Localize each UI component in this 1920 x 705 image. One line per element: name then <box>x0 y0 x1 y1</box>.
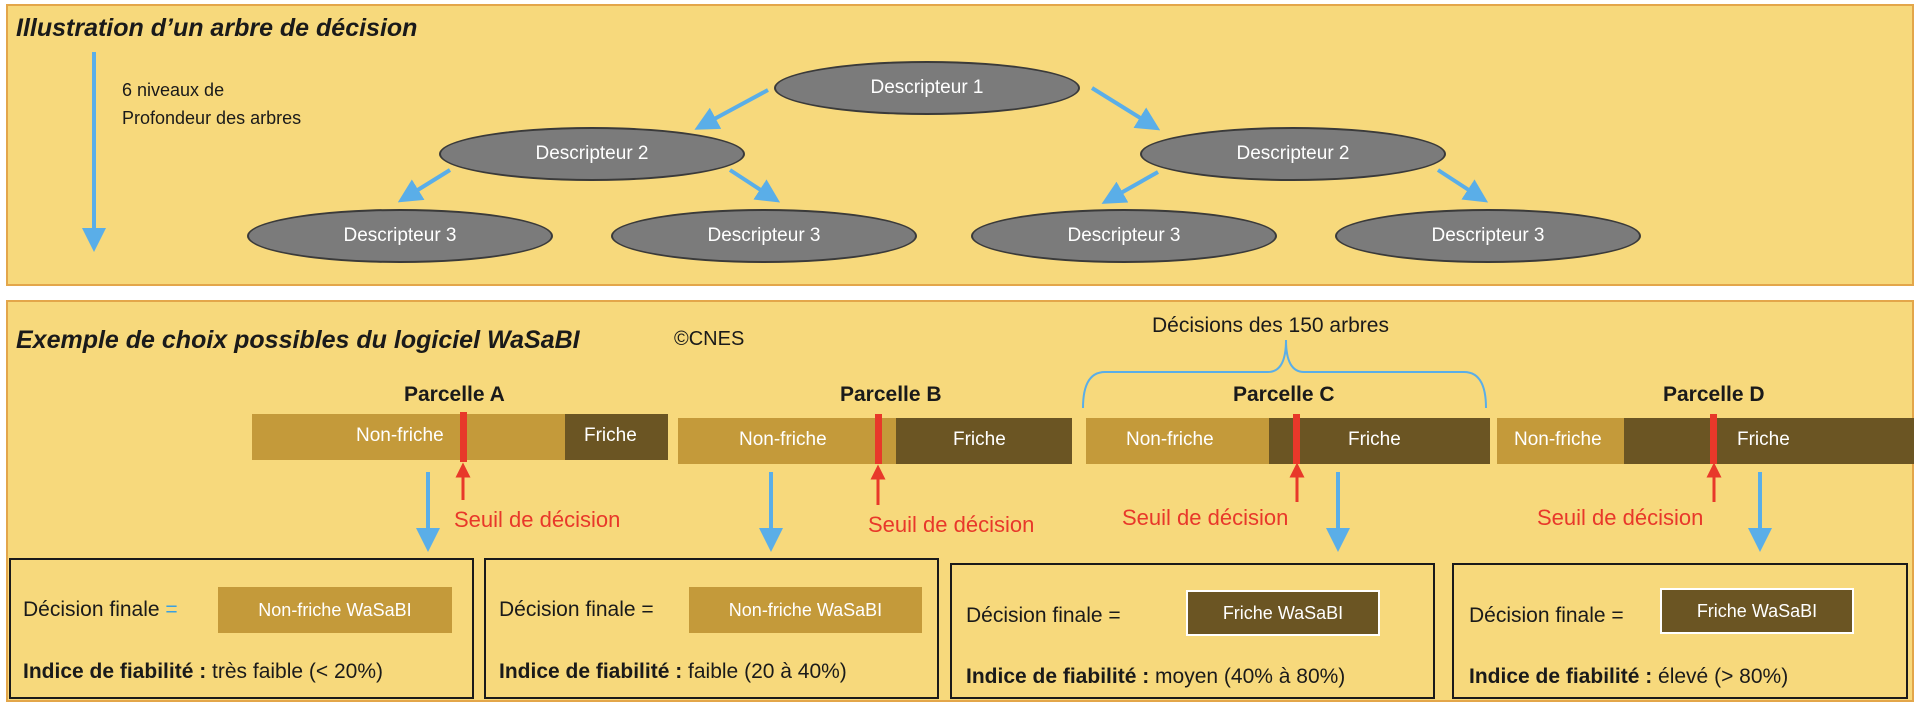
parcel-a-decision-label: Décision finale = <box>23 598 178 621</box>
edge-l2left-l3-2 <box>728 168 781 203</box>
tree-node-level2-right: Descripteur 2 <box>1140 127 1446 181</box>
parcel-c-equals-sign: = <box>1108 604 1121 627</box>
parcel-c-reliability: Indice de fiabilité : moyen (40% à 80%) <box>966 665 1346 688</box>
parcel-a-equals-sign: = <box>165 598 178 621</box>
parcel-a-nonfriche-segment <box>252 414 565 460</box>
parcel-a-threshold-marker <box>460 412 467 462</box>
example-panel-title: Exemple de choix possibles du logiciel W… <box>16 326 580 354</box>
parcel-d-reliability: Indice de fiabilité : élevé (> 80%) <box>1469 665 1789 688</box>
depth-label-line1: 6 niveaux de <box>122 80 225 100</box>
edge-l2left-l3-1 <box>397 168 452 203</box>
parcel-b-friche-segment <box>896 418 1072 464</box>
parcel-d-equals-sign: = <box>1611 604 1624 627</box>
parcel-a-decision-value: Non-friche WaSaBI <box>218 587 452 633</box>
parcel-c-decision-label: Décision finale = <box>966 604 1121 627</box>
edge-l2right-l3-4 <box>1436 168 1489 203</box>
parcel-b-threshold-marker <box>875 414 882 464</box>
parcel-d-friche-segment <box>1624 418 1914 464</box>
parcel-a-reliability: Indice de fiabilité : très faible (< 20%… <box>23 660 384 683</box>
parcel-d-label: Parcelle D <box>1663 383 1765 406</box>
parcel-c-nonfriche-text: Non-friche <box>1126 429 1214 450</box>
tree-node-root: Descripteur 1 <box>774 61 1080 115</box>
parcel-b-decision-label: Décision finale = <box>499 598 654 621</box>
parcel-b-friche-text: Friche <box>953 429 1006 450</box>
parcel-c-friche-segment <box>1269 418 1490 464</box>
parcel-d-nonfriche-text: Non-friche <box>1514 429 1602 450</box>
parcel-d-decision-value: Friche WaSaBI <box>1660 588 1854 634</box>
parcel-d-threshold-label: Seuil de décision <box>1537 505 1704 530</box>
tree-node-level2-left: Descripteur 2 <box>439 127 745 181</box>
tree-node-level3-1: Descripteur 3 <box>247 209 553 263</box>
copyright-label: ©CNES <box>674 328 745 350</box>
parcel-d-decision-label: Décision finale = <box>1469 604 1624 627</box>
tree-node-level3-4: Descripteur 3 <box>1335 209 1641 263</box>
brace-label: Décisions des 150 arbres <box>1152 314 1389 337</box>
decisions-brace <box>1082 339 1487 409</box>
tree-node-level3-2: Descripteur 3 <box>611 209 917 263</box>
parcel-d-threshold-marker <box>1710 414 1717 464</box>
parcel-b-decision-value: Non-friche WaSaBI <box>689 587 922 633</box>
edge-root-right <box>1090 86 1161 131</box>
parcel-b-label: Parcelle B <box>840 383 942 406</box>
parcel-c-label: Parcelle C <box>1233 383 1335 406</box>
parcel-a-friche-segment <box>565 414 668 460</box>
parcel-a-nonfriche-text: Non-friche <box>356 425 444 446</box>
parcel-b-reliability: Indice de fiabilité : faible (20 à 40%) <box>499 660 847 683</box>
tree-node-level3-3: Descripteur 3 <box>971 209 1277 263</box>
parcel-c-decision-value: Friche WaSaBI <box>1186 590 1380 636</box>
edge-root-left <box>694 88 769 130</box>
depth-label-line2: Profondeur des arbres <box>122 108 302 128</box>
edge-l2right-l3-3 <box>1101 170 1159 204</box>
parcel-d-nonfriche-segment <box>1497 418 1624 464</box>
parcel-d-friche-text: Friche <box>1737 429 1790 450</box>
parcel-c-threshold-label: Seuil de décision <box>1122 505 1289 530</box>
parcel-b-nonfriche-segment <box>678 418 896 464</box>
parcel-a-label: Parcelle A <box>404 383 505 406</box>
parcel-c-threshold-marker <box>1293 414 1300 464</box>
parcel-c-nonfriche-segment <box>1086 418 1269 464</box>
parcel-a-friche-text: Friche <box>584 425 637 446</box>
parcel-a-threshold-label: Seuil de décision <box>454 507 621 532</box>
parcel-c-friche-text: Friche <box>1348 429 1401 450</box>
tree-panel-title: Illustration d’un arbre de décision <box>16 14 418 42</box>
parcel-b-equals-sign: = <box>641 598 654 621</box>
parcel-b-nonfriche-text: Non-friche <box>739 429 827 450</box>
parcel-b-threshold-label: Seuil de décision <box>868 512 1035 537</box>
